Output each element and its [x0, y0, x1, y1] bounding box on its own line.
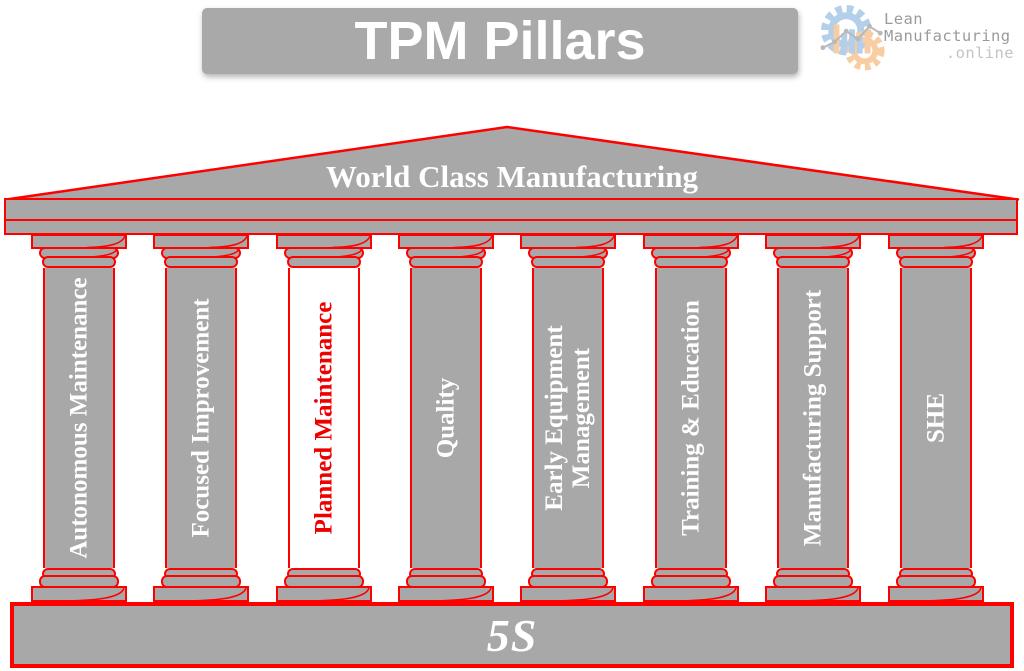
column-capital [276, 234, 372, 268]
logo-text-manufacturing: Manufacturing [884, 27, 1011, 45]
entablature-band-upper [4, 198, 1018, 221]
column-capital [520, 234, 616, 268]
pillar-label: SHE [922, 392, 950, 444]
pillar-manufacturing-support: Manufacturing Support [763, 234, 863, 602]
column-base [153, 568, 249, 602]
column-shaft: Planned Maintenance [288, 268, 360, 568]
column-shaft: Manufacturing Support [777, 268, 849, 568]
pillar-label: Focused Improvement [187, 298, 215, 538]
entablature-band-lower [4, 219, 1018, 235]
pillar-label: Planned Maintenance [310, 301, 338, 535]
column-shaft: Quality [410, 268, 482, 568]
pillar-early-equipment-management: Early Equipment Management [518, 234, 618, 602]
page-title: TPM Pillars [354, 11, 646, 71]
pillar-training-education: Training & Education [641, 234, 741, 602]
title-banner: TPM Pillars [202, 8, 798, 74]
column-base [276, 568, 372, 602]
pillar-label: Autonomous Maintenance [65, 277, 93, 559]
pillar-planned-maintenance: Planned Maintenance [274, 234, 374, 602]
column-base [398, 568, 494, 602]
column-shaft: Autonomous Maintenance [43, 268, 115, 568]
roof-pediment: World Class Manufacturing [4, 125, 1020, 201]
column-shaft: Focused Improvement [165, 268, 237, 568]
pillar-label: Early Equipment Management [541, 325, 595, 511]
column-base [643, 568, 739, 602]
column-base [31, 568, 127, 602]
pillar-label: Quality [432, 377, 460, 459]
pillar-she: SHE [886, 234, 986, 602]
column-capital [888, 234, 984, 268]
pillar-quality: Quality [396, 234, 496, 602]
column-capital [31, 234, 127, 268]
column-base [520, 568, 616, 602]
column-capital [765, 234, 861, 268]
trend-line-icon [820, 23, 883, 51]
logo-text-lean: Lean [884, 10, 923, 28]
column-shaft: Training & Education [655, 268, 727, 568]
lean-manufacturing-logo: Lean Manufacturing .online [820, 3, 1020, 75]
column-base [888, 568, 984, 602]
column-base [765, 568, 861, 602]
logo-wordmark: Lean Manufacturing .online [884, 3, 1014, 62]
logo-text-online: .online [945, 44, 1014, 62]
foundation-label: 5S [486, 609, 538, 661]
gear-icon-orange [844, 30, 885, 71]
pillar-autonomous-maintenance: Autonomous Maintenance [29, 234, 129, 602]
column-capital [643, 234, 739, 268]
foundation-base: 5S [10, 602, 1014, 668]
column-shaft: Early Equipment Management [532, 268, 604, 568]
gears-icon [820, 5, 885, 71]
column-shaft: SHE [900, 268, 972, 568]
pillar-focused-improvement: Focused Improvement [151, 234, 251, 602]
pillar-label: Manufacturing Support [799, 289, 827, 547]
column-capital [398, 234, 494, 268]
column-capital [153, 234, 249, 268]
roof-label: World Class Manufacturing [326, 159, 699, 194]
pillar-label: Training & Education [677, 300, 705, 536]
